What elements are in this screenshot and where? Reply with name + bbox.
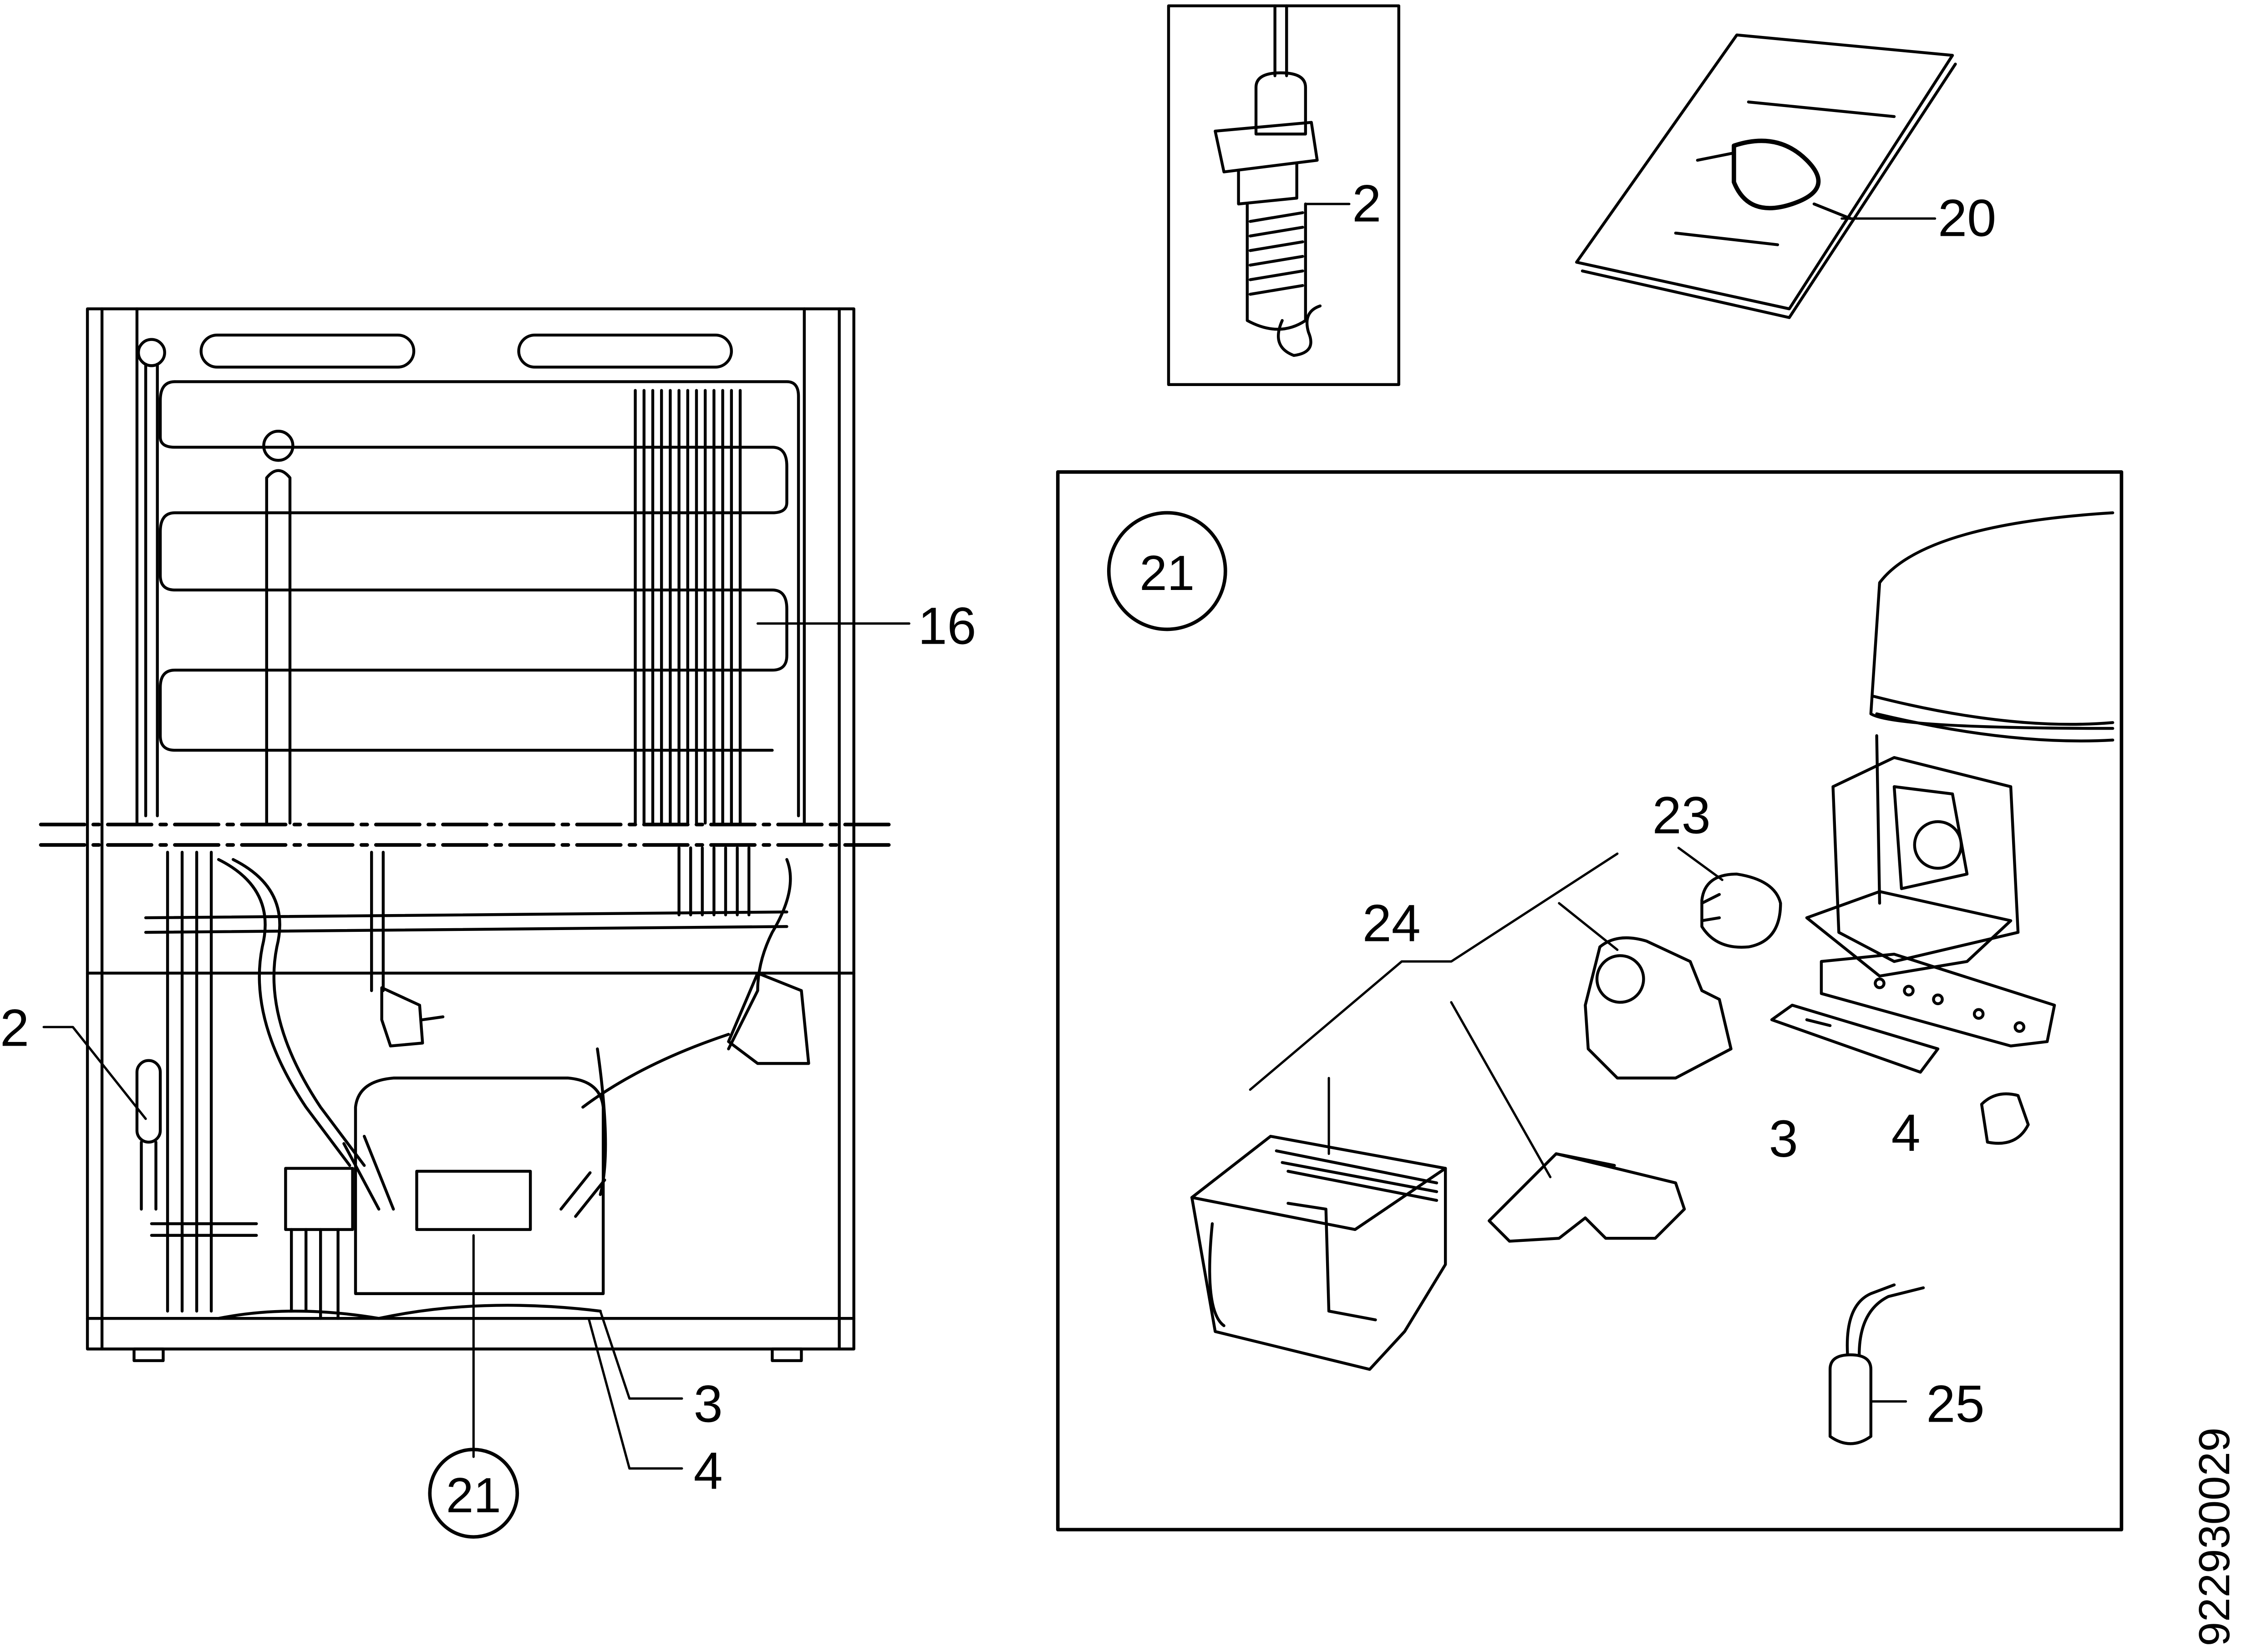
- instruction-booklet: [1575, 33, 1957, 319]
- callout-2-fridge: 2: [0, 999, 29, 1057]
- drawing-number: 922930029: [2190, 1428, 2239, 1646]
- compressor-detail-panel: [1056, 470, 2124, 1532]
- callout-16: 16: [918, 597, 976, 655]
- callout-3-detail: 3: [1769, 1110, 1798, 1168]
- callout-4-detail: 4: [1891, 1104, 1921, 1162]
- callout-23: 23: [1652, 787, 1711, 845]
- thermostat-sensor-inset: [1167, 4, 1400, 386]
- callout-25: 25: [1926, 1375, 1984, 1433]
- callout-20: 20: [1938, 189, 1996, 247]
- callout-4-fridge: 4: [694, 1442, 723, 1500]
- callout-24: 24: [1362, 894, 1421, 952]
- refrigerator-back-view: [39, 307, 910, 1539]
- callout-3-fridge: 3: [694, 1375, 723, 1433]
- callout-2-inset: 2: [1352, 174, 1381, 233]
- compressor-detail-parts: [1107, 511, 2115, 1445]
- circled-ref-21-fridge: 21: [446, 1468, 501, 1523]
- circled-ref-21-detail: 21: [1139, 545, 1195, 601]
